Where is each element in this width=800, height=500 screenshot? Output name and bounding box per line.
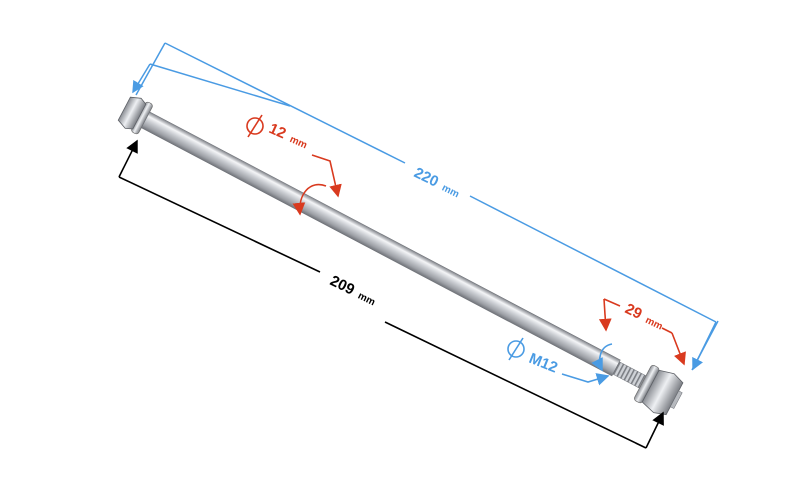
thread-dimension-line-b — [661, 327, 673, 334]
thread-length-dimension: 29 mm — [598, 298, 686, 366]
shaft-diameter-unit: mm — [288, 134, 309, 151]
thread-length-value: 29 — [622, 300, 644, 323]
shaft-diameter-leader — [311, 154, 342, 198]
shaft-diameter-arc — [292, 183, 327, 216]
diameter-symbol-icon — [246, 114, 264, 138]
overall-length-value: 220 — [411, 164, 441, 190]
shank-dimension-line-b — [384, 321, 647, 449]
overall-dimension-line-c — [164, 42, 406, 164]
svg-text:220 mm: 220 mm — [411, 164, 463, 201]
thread-size-arc — [591, 343, 613, 372]
left-hex-head — [117, 96, 147, 130]
overall-dimension-line-arrow-right — [692, 321, 717, 371]
overall-dimension-line-a — [149, 63, 291, 107]
thread-length-unit: mm — [643, 315, 664, 333]
right-hex-nut — [641, 369, 684, 416]
shaft-diameter-value: 12 — [266, 120, 288, 142]
shank-length-value: 209 — [327, 272, 357, 298]
thread-size-value: M12 — [527, 350, 560, 377]
overall-extension-left — [135, 42, 166, 96]
svg-text:29 mm: 29 mm — [622, 300, 666, 333]
shank-length-dimension: 209 mm — [118, 139, 664, 449]
shank-dimension-line-a — [118, 176, 321, 273]
svg-text:12 mm: 12 mm — [266, 120, 310, 152]
thread-size-leader — [561, 373, 610, 386]
thread-extension-right — [671, 332, 686, 366]
shank-extension-right — [645, 411, 664, 449]
axle-bolt — [117, 96, 684, 416]
overall-dimension-line-arrow-left — [132, 63, 151, 94]
diameter-symbol-icon — [507, 337, 525, 361]
shank-extension-left — [118, 139, 138, 178]
overall-length-unit: mm — [440, 183, 461, 201]
overall-length-dimension: 220 mm — [132, 42, 719, 371]
thread-dimension-line-a — [603, 298, 621, 307]
overall-dimension-line-b — [469, 195, 717, 323]
svg-text:209 mm: 209 mm — [327, 272, 379, 309]
thread-extension-left — [598, 298, 612, 332]
shank-length-unit: mm — [356, 291, 377, 309]
